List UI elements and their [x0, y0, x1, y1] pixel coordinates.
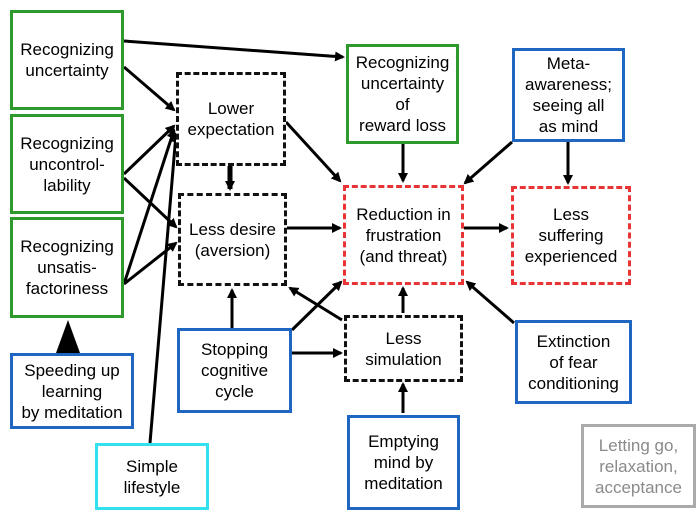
arrow-extinction-to-frustration — [465, 280, 515, 325]
node-label: Less suffering experienced — [524, 205, 618, 266]
arrow-unsatisfactoriness-to-lower-expectation — [122, 128, 177, 285]
arrow-uncertainty-to-lower-expectation — [123, 65, 176, 112]
node-recognizing-uncertainty: Recognizing uncertainty — [10, 10, 124, 110]
node-recognizing-uncertainty-of-reward-loss: Recognizing uncertainty of reward loss — [346, 44, 459, 144]
arrow-uncertainty-to-reward-loss — [123, 39, 345, 62]
arrow-lower-expectation-to-frustration — [284, 120, 342, 183]
node-label: Less simulation — [365, 328, 442, 369]
node-label: Emptying mind by meditation — [364, 432, 443, 493]
arrow-uncontrollability-to-lower-expectation — [122, 124, 176, 176]
node-label: Meta- awareness; seeing all as mind — [525, 54, 612, 136]
node-lower-expectation: Lower expectation — [176, 72, 286, 166]
node-stopping-cognitive-cycle: Stopping cognitive cycle — [177, 328, 292, 413]
node-label: Recognizing uncertainty — [20, 40, 114, 80]
node-letting-go: Letting go, relaxation, acceptance — [581, 424, 696, 508]
node-less-simulation: Less simulation — [344, 315, 463, 382]
arrow-speeding-up-learning-head — [56, 320, 80, 353]
node-label: Lower expectation — [187, 99, 275, 139]
node-extinction-of-fear-conditioning: Extinction of fear conditioning — [515, 320, 632, 404]
node-label: Less desire (aversion) — [189, 219, 276, 260]
node-recognizing-uncontrollability: Recognizing uncontrol- lability — [10, 114, 124, 214]
node-speeding-up-learning: Speeding up learning by meditation — [10, 353, 134, 429]
arrow-simple-lifestyle-to-lower-expectation — [148, 132, 181, 444]
node-recognizing-unsatisfactoriness: Recognizing unsatis- factoriness — [10, 217, 124, 318]
node-label: Simple lifestyle — [123, 456, 181, 497]
arrow-less-simulation-to-less-desire — [288, 286, 343, 322]
node-label: Recognizing unsatis- factoriness — [20, 237, 114, 298]
node-label: Speeding up learning by meditation — [21, 360, 123, 422]
node-label: Recognizing uncontrol- lability — [20, 133, 114, 195]
node-reduction-in-frustration: Reduction in frustration (and threat) — [343, 185, 464, 285]
node-less-desire: Less desire (aversion) — [178, 193, 287, 286]
node-meta-awareness: Meta- awareness; seeing all as mind — [512, 48, 625, 142]
node-emptying-mind-by-meditation: Emptying mind by meditation — [347, 415, 460, 510]
node-less-suffering-experienced: Less suffering experienced — [511, 186, 631, 285]
node-simple-lifestyle: Simple lifestyle — [95, 443, 209, 510]
node-label: Letting go, relaxation, acceptance — [595, 435, 682, 497]
node-label: Extinction of fear conditioning — [528, 331, 619, 393]
node-label: Recognizing uncertainty of reward loss — [355, 53, 450, 135]
node-label: Reduction in frustration (and threat) — [356, 204, 451, 266]
node-label: Stopping cognitive cycle — [200, 340, 269, 401]
arrow-meta-awareness-to-frustration — [463, 140, 513, 185]
